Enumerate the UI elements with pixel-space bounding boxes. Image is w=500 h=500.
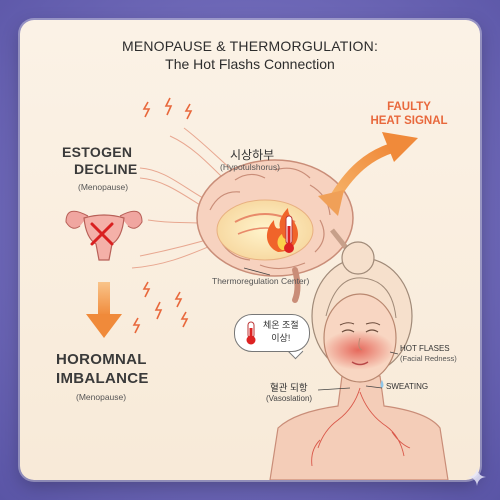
vasodilation-korean: 혈관 되항	[270, 383, 308, 394]
woman-illustration	[269, 241, 449, 480]
title-line-2: The Hot Flashs Connection	[165, 56, 335, 72]
estrogen-line-1: ESTOGEN	[62, 144, 133, 160]
faulty-line-2: HEAT SIGNAL	[370, 115, 448, 127]
bubble-line-2: 이상!	[271, 333, 291, 343]
hypothalamus-english: (Hypotulshorus)	[220, 162, 280, 172]
estrogen-subtitle: (Menopause)	[78, 182, 129, 192]
vasodilation-english: (Vasoslation)	[266, 394, 313, 403]
faulty-heat-signal-label: FAULTY HEAT SIGNAL	[354, 100, 464, 128]
lightning-icon	[132, 97, 193, 334]
hot-flashes-label: HOT FLASES	[400, 344, 450, 353]
uterus-icon	[65, 210, 143, 261]
bubble-line-1: 체온 조절	[263, 320, 299, 330]
estrogen-decline-label: ESTOGEN DECLINE	[62, 144, 138, 178]
speech-bubble: 체온 조절 이상!	[234, 314, 310, 352]
hormonal-imbalance-label: HOROMNAL IMBALANCE	[56, 350, 149, 388]
hormonal-subtitle: (Menopause)	[76, 392, 127, 402]
infographic-card: MENOPAUSE & THERMORGULATION: The Hot Fla…	[20, 20, 480, 480]
hormonal-line-1: HOROMNAL	[56, 351, 147, 368]
hot-flashes-subtitle: (Facial Redness)	[400, 354, 457, 363]
hormonal-line-2: IMBALANCE	[56, 370, 149, 387]
bubble-text: 체온 조절 이상!	[263, 319, 299, 345]
down-arrow	[86, 282, 122, 338]
pointer-lines	[243, 267, 399, 391]
hypothalamus-korean: 시상하부	[230, 148, 275, 162]
faulty-line-1: FAULTY	[387, 101, 431, 113]
illustration-layer	[65, 97, 449, 480]
sparkle-icon	[468, 468, 486, 486]
thermometer-icon	[246, 321, 256, 345]
sweating-label: SWEATING	[386, 382, 429, 391]
title-line-1: MENOPAUSE & THERMORGULATION:	[121, 38, 379, 54]
thermometer-icon	[284, 215, 294, 253]
heat-signal-arrow	[318, 132, 418, 266]
estrogen-line-2: DECLINE	[74, 161, 138, 177]
thermoregulation-center-label: Thermoregulation Center)	[212, 276, 310, 286]
